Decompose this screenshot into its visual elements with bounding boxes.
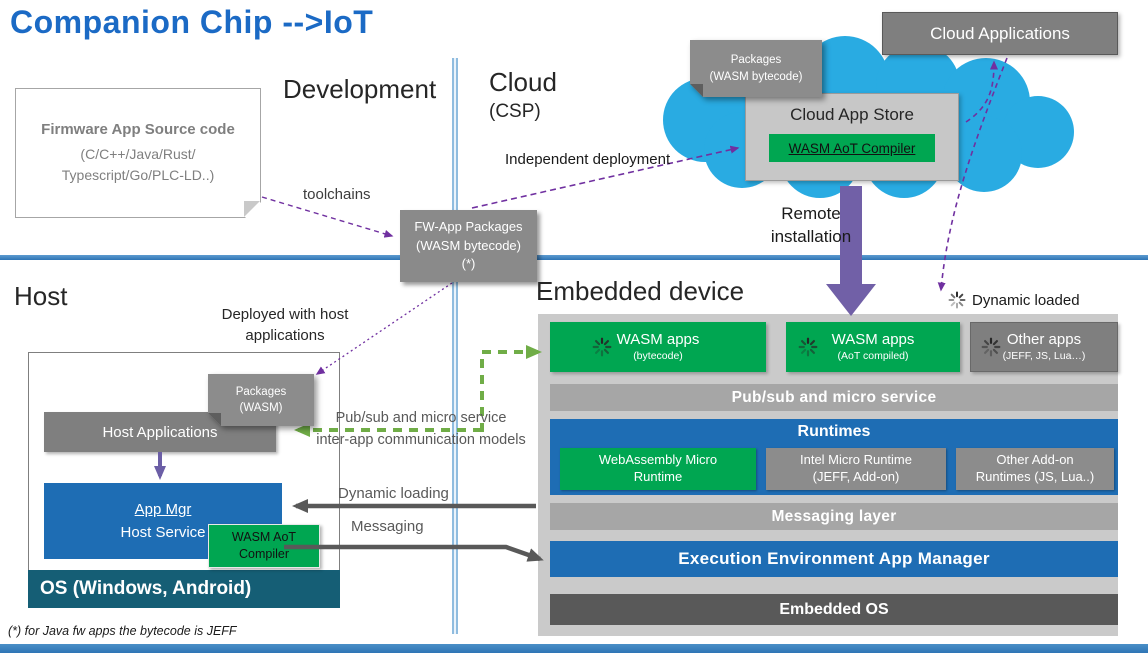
runtimes-title: Runtimes [797,423,871,440]
cloud-packages-note: Packages (WASM bytecode) [690,40,822,97]
other-runtimes-line2: Runtimes (JS, Lua..) [975,469,1095,484]
wasm-apps-bytecode-box: WASM apps (bytecode) [550,322,766,372]
independent-deployment-label: Independent deployment [505,151,671,168]
firmware-source-line2: (C/C++/Java/Rust/ [80,146,196,163]
runtimes-panel: Runtimes WebAssembly Micro Runtime Intel… [550,419,1118,495]
cloud-packages-note-line2: (WASM bytecode) [709,70,803,83]
vertical-divider [452,58,458,634]
cloud-csp-label: (CSP) [489,101,541,122]
other-apps-title: Other apps [1006,331,1082,349]
loading-spinner-icon [592,337,612,357]
messaging-label: Messaging [351,518,424,535]
host-applications-box: Host Applications [44,412,276,452]
wamr-runtime-box: WebAssembly Micro Runtime [560,448,756,490]
fw-app-packages-line3: (*) [461,256,476,272]
fw-app-packages-box: FW-App Packages (WASM bytecode) (*) [400,210,537,282]
wasm-aot-compiler-box: WASM AoT Compiler [769,134,935,162]
pubsub-models-line2: inter-app communication models [316,431,526,448]
messaging-layer-bar: Messaging layer [550,503,1118,530]
firmware-source-line3: Typescript/Go/PLC-LD..) [61,166,215,183]
host-compiler-line1: WASM AoT [231,530,297,545]
host-os-bar: OS (Windows, Android) [28,570,340,608]
wamr-runtime-line1: WebAssembly Micro [598,452,718,468]
loading-spinner-icon [981,337,1001,357]
horizontal-divider [0,255,1148,260]
footnote: (*) for Java fw apps the bytecode is JEF… [8,624,237,638]
intel-runtime-box: Intel Micro Runtime (JEFF, Add-on) [766,448,946,490]
host-packages-note-line1: Packages [235,385,287,398]
remote-installation-label: Remote installation [770,204,852,246]
wasm-apps-aot-subtitle: (AoT compiled) [837,349,909,362]
fw-app-packages-line2: (WASM bytecode) [416,237,521,253]
dynamic-loaded-indicator: Dynamic loaded [948,291,1080,309]
development-section-label: Development [283,74,437,104]
loading-spinner-icon [948,291,966,309]
cloud-app-store-box: Cloud App Store WASM AoT Compiler [745,93,959,181]
embedded-os-bar: Embedded OS [550,594,1118,625]
other-runtimes-box: Other Add-on Runtimes (JS, Lua..) [956,448,1114,490]
firmware-source-title: Firmware App Source code [41,121,235,139]
pubsub-models-line1: Pub/sub and micro service [335,410,507,426]
cloud-section-label: Cloud [489,67,557,97]
host-packages-note-line2: (WASM) [239,402,283,414]
wasm-apps-bytecode-title: WASM apps [616,331,700,349]
wasm-apps-bytecode-subtitle: (bytecode) [633,349,683,362]
fw-app-packages-line1: FW-App Packages [414,218,523,234]
host-compiler-line2: Compiler [238,547,289,561]
deployed-with-host-label: Deployed with host applications [221,306,349,344]
pubsub-service-bar: Pub/sub and micro service [550,384,1118,411]
cloud-packages-note-line1: Packages [730,54,782,67]
host-packages-note: Packages (WASM) [208,374,314,426]
dynamic-loading-label: Dynamic loading [338,485,449,502]
host-section-label: Host [14,281,68,311]
host-packages-note-body: Packages (WASM) [208,374,314,426]
cloud-app-store-title: Cloud App Store [790,105,914,124]
cloud-applications-box: Cloud Applications [882,12,1118,55]
intel-runtime-line2: (JEFF, Add-on) [812,469,900,484]
cloud-applications-label: Cloud Applications [930,23,1070,43]
other-runtimes-line1: Other Add-on [996,452,1074,468]
dynamic-loaded-label: Dynamic loaded [972,291,1080,309]
host-wasm-aot-compiler-box: WASM AoT Compiler [208,524,320,568]
app-mgr-line1: App Mgr [134,500,192,518]
loading-spinner-icon [798,337,818,357]
embedded-section-label: Embedded device [536,276,745,306]
wasm-apps-aot-title: WASM apps [831,331,915,349]
other-apps-subtitle: (JEFF, JS, Lua…) [1002,349,1086,362]
wasm-apps-aot-box: WASM apps (AoT compiled) [786,322,960,372]
other-apps-box: Other apps (JEFF, JS, Lua…) [970,322,1118,372]
execution-environment-bar: Execution Environment App Manager [550,541,1118,577]
cloud-packages-note-body: Packages (WASM bytecode) [690,40,822,97]
pubsub-models-label: Pub/sub and micro service inter-app comm… [296,408,546,452]
app-mgr-line2: Host Service [120,524,206,541]
page-title: Companion Chip -->IoT [10,4,374,40]
toolchains-label: toolchains [303,186,371,203]
bottom-accent-bar [0,644,1148,653]
wasm-aot-compiler-label: WASM AoT Compiler [788,140,916,156]
wamr-runtime-line2: Runtime [633,469,683,484]
firmware-source-box: Firmware App Source code (C/C++/Java/Rus… [15,88,261,218]
intel-runtime-line1: Intel Micro Runtime [800,452,912,468]
